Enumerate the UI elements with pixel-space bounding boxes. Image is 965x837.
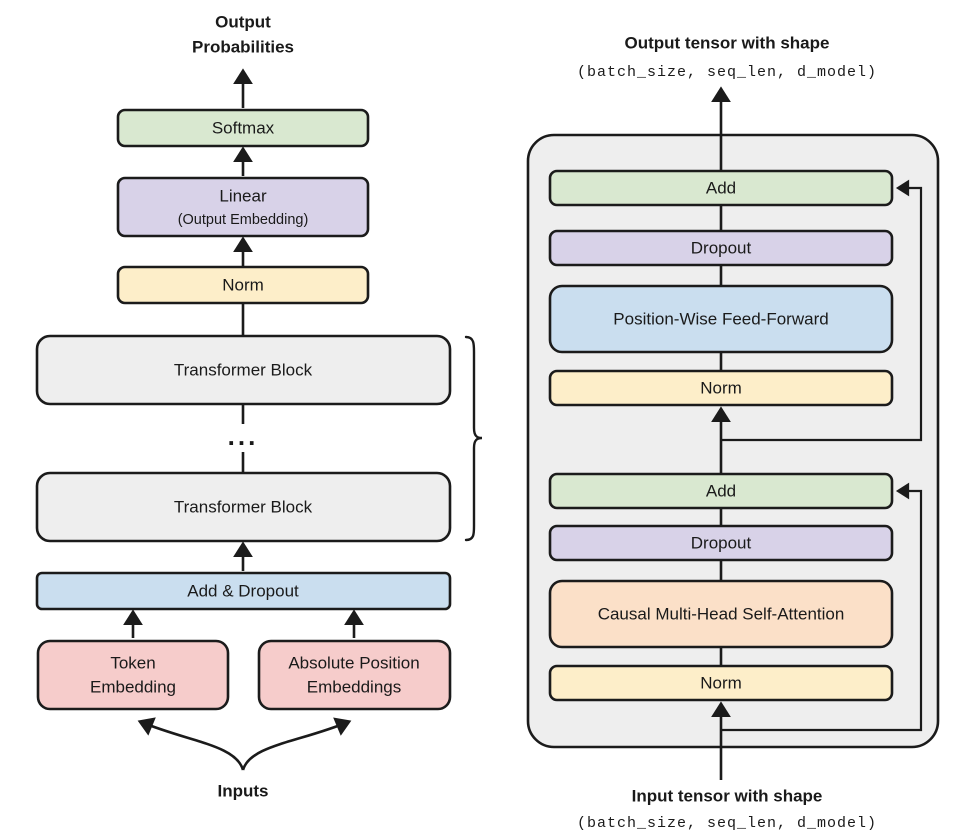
output-probabilities-line2: Probabilities (192, 37, 294, 56)
output-probabilities-line1: Output (215, 12, 271, 31)
block-position-wise-feed-forward[interactable]: Position-Wise Feed-Forward (548, 284, 894, 354)
block-dropout-1[interactable]: Dropout (548, 524, 894, 562)
block-dropout-1-label: Dropout (691, 533, 752, 552)
block-norm-1-label: Norm (700, 673, 742, 692)
block-softmax[interactable]: Softmax (116, 108, 370, 148)
residual-connection-attention (721, 482, 923, 732)
block-token-embedding-label: Token (110, 653, 155, 672)
block-norm-1-shape (548, 664, 894, 702)
block-causal-multi-head-self-attention[interactable]: Causal Multi-Head Self-Attention (548, 579, 894, 649)
block-position-wise-feed-forward-label: Position-Wise Feed-Forward (613, 309, 828, 328)
block-norm-2-label: Norm (700, 378, 742, 397)
block-dropout-2[interactable]: Dropout (548, 229, 894, 267)
ellipsis-repeated-blocks: ... (228, 421, 259, 451)
block-transformer-1[interactable]: Transformer Block (35, 471, 452, 543)
arrow-inputs-to-position-embedding (241, 717, 352, 771)
block-softmax-shape (116, 108, 370, 148)
block-norm-2-shape (548, 369, 894, 407)
block-absolute-position-embeddings[interactable]: Absolute Position Embeddings (257, 639, 452, 711)
block-add-and-dropout-label: Add & Dropout (187, 581, 299, 600)
block-transformer-1-label: Transformer Block (174, 497, 313, 516)
block-transformer-n-label: Transformer Block (174, 360, 313, 379)
input-tensor-caption: Input tensor with shape (632, 786, 823, 805)
block-add-2-label: Add (706, 178, 736, 197)
block-add-2[interactable]: Add (548, 169, 894, 207)
input-tensor-shape: (batch_size, seq_len, d_model) (577, 815, 877, 832)
block-transformer-1-shape (35, 471, 452, 543)
output-tensor-caption: Output tensor with shape (625, 33, 830, 52)
block-token-embedding-sublabel: Embedding (90, 677, 176, 696)
block-norm-1[interactable]: Norm (548, 664, 894, 702)
block-absolute-position-embeddings-sublabel: Embeddings (307, 677, 402, 696)
block-causal-multi-head-self-attention-label: Causal Multi-Head Self-Attention (598, 604, 845, 623)
arrow-inputs-to-token-embedding (137, 717, 245, 771)
block-linear-sublabel: (Output Embedding) (178, 212, 309, 228)
block-add-1-label: Add (706, 481, 736, 500)
block-linear-shape (116, 176, 370, 238)
block-norm-2[interactable]: Norm (548, 369, 894, 407)
block-norm-output-label: Norm (222, 275, 264, 294)
block-add-1[interactable]: Add (548, 472, 894, 510)
block-add-and-dropout-shape (35, 571, 452, 611)
brace-n-blocks (464, 335, 483, 542)
block-absolute-position-embeddings-shape (257, 639, 452, 711)
block-linear[interactable]: Linear (Output Embedding) (116, 176, 370, 238)
block-softmax-label: Softmax (212, 118, 275, 137)
block-norm-output[interactable]: Norm (116, 265, 370, 305)
block-token-embedding[interactable]: Token Embedding (36, 639, 230, 711)
block-linear-label: Linear (219, 186, 267, 205)
block-absolute-position-embeddings-label: Absolute Position (288, 653, 419, 672)
block-add-and-dropout[interactable]: Add & Dropout (35, 571, 452, 611)
block-transformer-n[interactable]: Transformer Block (35, 334, 452, 406)
output-tensor-shape: (batch_size, seq_len, d_model) (577, 64, 877, 81)
block-token-embedding-shape (36, 639, 230, 711)
residual-connection-ffn (721, 179, 923, 442)
block-dropout-2-label: Dropout (691, 238, 752, 257)
inputs-caption: Inputs (218, 781, 269, 800)
